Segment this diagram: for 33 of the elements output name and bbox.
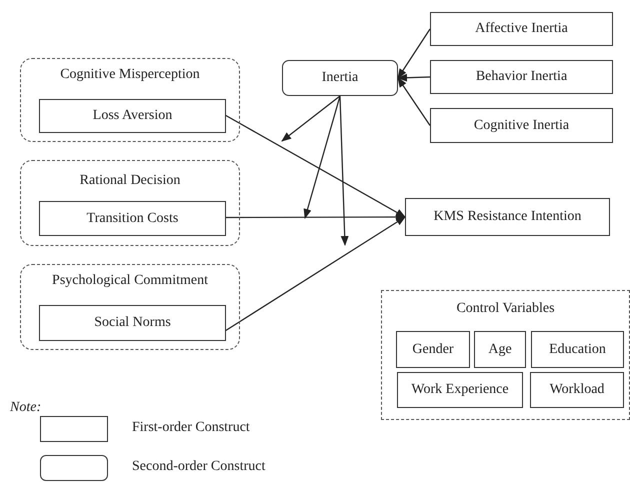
construct-box: Age [474,331,526,368]
construct-group [20,58,240,142]
construct-group [20,264,240,350]
construct-box: Workload [530,372,624,408]
construct-box: Transition Costs [39,201,226,236]
construct-box: Inertia [282,60,398,96]
arrow [224,114,406,218]
construct-box: Work Experience [397,372,523,408]
arrow [397,28,430,79]
note-label: Note: [10,400,42,416]
arrow [281,96,340,142]
arrow [304,96,341,219]
construct-box: Education [531,331,624,368]
construct-box: Affective Inertia [430,12,613,46]
construct-box: Loss Aversion [39,99,226,133]
construct-box: Social Norms [39,305,226,341]
arrow [397,77,430,126]
group-heading: Cognitive Misperception [59,67,201,83]
group-heading: Rational Decision [78,173,182,189]
construct-box: Cognitive Inertia [430,108,613,143]
group-heading: Psychological Commitment [51,273,209,289]
legend-label: First-order Construct [132,420,250,436]
arrow [397,74,430,82]
construct-box: Behavior Inertia [430,60,613,94]
arrow [225,213,406,222]
group-heading: Control Variables [455,301,556,317]
legend-label: Second-order Construct [132,459,266,475]
control-group [381,290,630,420]
arrow [224,216,406,332]
construct-box: Gender [396,331,470,368]
construct-group [20,160,240,246]
arrow [339,96,349,246]
construct-box: KMS Resistance Intention [405,198,610,236]
